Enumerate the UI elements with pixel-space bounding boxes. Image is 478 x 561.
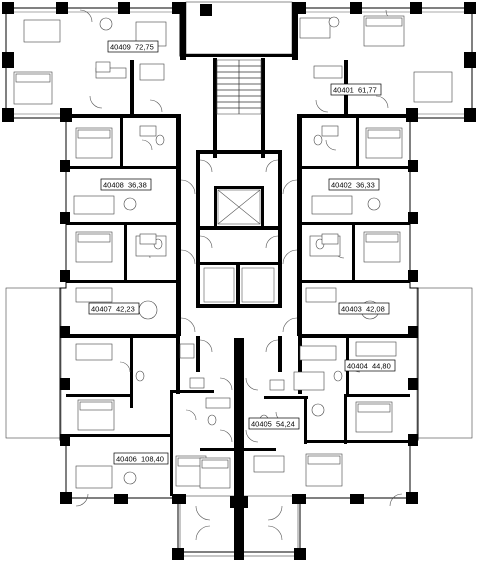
apartment-area: 61,77 xyxy=(358,86,377,95)
apartment-label-40401: 40401 61,77 xyxy=(330,83,382,96)
apartment-area: 36,38 xyxy=(128,181,147,190)
apartment-area: 108,40 xyxy=(141,455,164,464)
apartment-number: 40406 xyxy=(116,455,137,464)
apartment-number: 40403 xyxy=(341,305,362,314)
apartment-number: 40408 xyxy=(103,181,124,190)
apartment-number: 40402 xyxy=(331,181,352,190)
apartment-number: 40404 xyxy=(347,362,368,371)
apartment-label-40408: 40408 36,38 xyxy=(100,178,152,191)
elevators xyxy=(203,189,275,303)
walls xyxy=(66,2,410,560)
apartment-label-40407: 40407 42,23 xyxy=(88,302,140,315)
apartment-area: 72,75 xyxy=(135,43,154,52)
apartment-area: 42,23 xyxy=(116,305,135,314)
furniture xyxy=(13,15,453,489)
apartment-labels: 40409 72,75 40401 61,77 40408 36,38 4040… xyxy=(88,40,396,465)
apartment-label-40403: 40403 42,08 xyxy=(338,302,390,315)
apartment-area: 42,08 xyxy=(366,305,385,314)
apartment-label-40402: 40402 36,33 xyxy=(328,178,380,191)
apartment-number: 40409 xyxy=(110,43,131,52)
apartment-label-40404: 40404 44,80 xyxy=(344,359,396,372)
apartment-area: 36,33 xyxy=(356,181,375,190)
apartment-area: 54,24 xyxy=(276,420,295,429)
apartment-area: 44,80 xyxy=(372,362,391,371)
stair xyxy=(216,59,262,115)
apartment-label-40405: 40405 54,24 xyxy=(248,417,300,430)
apartment-label-40409: 40409 72,75 xyxy=(107,40,159,53)
apartment-number: 40405 xyxy=(251,420,272,429)
apartment-number: 40401 xyxy=(333,86,354,95)
apartment-number: 40407 xyxy=(91,305,112,314)
apartment-label-40406: 40406 108,40 xyxy=(113,452,169,465)
